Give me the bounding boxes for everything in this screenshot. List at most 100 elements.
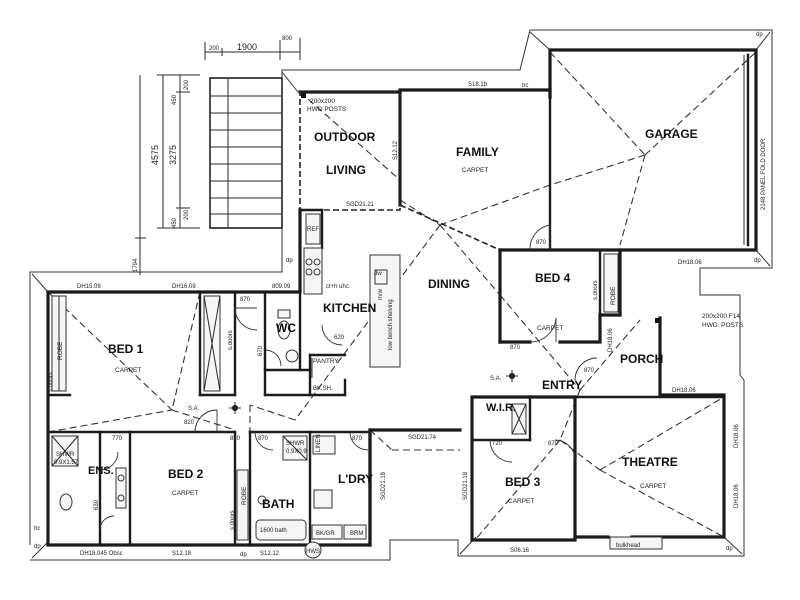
door-870-entry: 870 — [584, 368, 595, 374]
dim-left-450-top: 450 — [172, 94, 178, 105]
theatre-bulkhead — [609, 536, 663, 550]
label-sdoors-bed1: s.doors — [48, 372, 54, 392]
bed2-finish: CARPET — [172, 490, 198, 497]
laundry-bkgr — [311, 524, 343, 540]
room-laundry: L'DRY — [338, 472, 373, 486]
height-theatre-a: DH18.06 — [734, 424, 740, 448]
door-870-bed3: 870 — [548, 441, 559, 447]
dim-left-3275: 3275 — [168, 145, 178, 165]
dim-left-200-bot: 200 — [184, 209, 190, 220]
height-bed2-sill: S12.18 — [172, 551, 192, 557]
label-linen: LINEN — [316, 434, 322, 452]
room-family: FAMILY — [456, 145, 499, 159]
label-robe-bed1: ROBE — [57, 341, 64, 360]
laundry-trough — [313, 489, 333, 509]
label-shwr: SHWR — [286, 441, 305, 447]
label-brm: BRM — [350, 531, 363, 537]
label-dp-4: dp — [240, 552, 247, 558]
room-entry: ENTRY — [542, 378, 582, 392]
roof-eave-lines — [29, 29, 773, 561]
laundry-brm — [343, 524, 367, 540]
height-bath-sill: S12.12 — [260, 551, 280, 557]
label-posts-porch-1: 200x200 F14 — [702, 313, 740, 320]
label-panel-door: 2148 PANEL FOLD DOOR — [761, 138, 767, 210]
label-bath-size: 1600 bath — [260, 528, 287, 534]
height-bed3-sill: S06.16 — [510, 548, 530, 554]
bed1-finish: CARPET — [115, 367, 141, 374]
bed4-robe — [603, 253, 619, 313]
bath-basin — [257, 495, 267, 505]
room-porch: PORCH — [620, 352, 663, 366]
ens-toilet — [59, 493, 73, 511]
height-kitchen-win: 809.09 — [272, 284, 291, 290]
post-rear — [301, 93, 306, 98]
fixtures — [51, 53, 750, 559]
dim-top-800: 800 — [282, 36, 293, 42]
room-kitchen: KITCHEN — [323, 301, 376, 315]
door-620-pantry: 620 — [334, 335, 345, 341]
door-870-bed1: 870 — [240, 297, 251, 303]
label-hc-1: hc — [522, 83, 528, 89]
room-bed4: BED 4 — [535, 271, 571, 285]
label-shwr-size: 0.9X0.9 — [286, 449, 307, 455]
door-870-bed4: 870 — [510, 345, 521, 351]
height-family-sill: S18.1b — [468, 82, 488, 88]
bath-tub — [255, 519, 307, 541]
outdoor-living-outline — [299, 91, 401, 211]
dim-left-200-top: 200 — [184, 79, 190, 90]
height-porch-b: DH18.06 — [672, 388, 696, 394]
room-outdoor-living-2: LIVING — [326, 163, 366, 177]
label-posts-porch-2: HWD. POSTS — [702, 322, 744, 329]
room-theatre: THEATRE — [622, 455, 678, 469]
label-bulkhead: bulkhead — [616, 543, 640, 549]
door-720-wir: 720 — [492, 441, 503, 447]
dining-dash-line — [399, 204, 501, 251]
wc-cistern — [277, 309, 291, 319]
door-770-ens: 770 — [112, 436, 123, 442]
label-bkgr: BK/GR — [316, 531, 335, 537]
theatre-finish: CARPET — [640, 483, 666, 490]
label-dw: dw — [374, 271, 382, 277]
room-bed1: BED 1 — [108, 342, 144, 356]
family-finish: CARPET — [462, 167, 488, 174]
room-pantry: PANTRY — [313, 358, 339, 365]
height-family-side: S12.12 — [393, 140, 399, 160]
bed4-finish: CARPET — [537, 325, 563, 332]
label-robe-bed4: ROBE — [610, 286, 617, 305]
ens-vanity — [115, 467, 127, 509]
height-laundry: SGD21.18 — [381, 471, 387, 500]
external-walls — [46, 48, 758, 547]
label-sa-hall: S.A. — [188, 406, 200, 412]
door-670-wc: 670 — [258, 345, 264, 356]
label-dp-6: dp — [754, 258, 761, 264]
height-porch-a: DH18.06 — [608, 328, 614, 352]
height-bed1-b: DH16.09 — [172, 284, 196, 290]
room-bed2: BED 2 — [168, 467, 204, 481]
dim-top-200: 200 — [209, 46, 220, 52]
room-bed3: BED 3 — [505, 475, 541, 489]
label-bksh: BK.SH. — [313, 386, 333, 392]
label-ctrl: ct+h uhc — [326, 284, 349, 290]
height-ens-sill: DH18.045 Obsc — [80, 551, 123, 557]
label-microwave: m/w — [378, 288, 384, 300]
label-posts-rear-1: 200x200 — [310, 98, 335, 105]
bed3-finish: CARPET — [508, 498, 534, 505]
room-dining: DINING — [428, 277, 470, 291]
room-wir: W.I.R. — [486, 402, 516, 414]
dim-left-450-bot: 450 — [172, 217, 178, 228]
room-ensuite: ENS. — [88, 465, 114, 477]
dimension-lines — [135, 38, 301, 275]
label-sdoors-bed1b: s.doors — [228, 330, 234, 350]
bed2-robe — [236, 469, 249, 541]
door-870-bath: 870 — [258, 436, 269, 442]
label-dp-3: dp — [34, 544, 41, 550]
label-dp-5: dp — [726, 546, 733, 552]
dim-left-4575: 4575 — [150, 145, 160, 165]
laundry-linen — [312, 435, 336, 455]
label-dp-1: dp — [286, 258, 293, 264]
post-porch — [655, 318, 660, 323]
label-hws: HWS — [306, 549, 320, 555]
dim-1794: 1794 — [133, 258, 139, 272]
label-ens-shwr: SHWR — [56, 452, 75, 458]
